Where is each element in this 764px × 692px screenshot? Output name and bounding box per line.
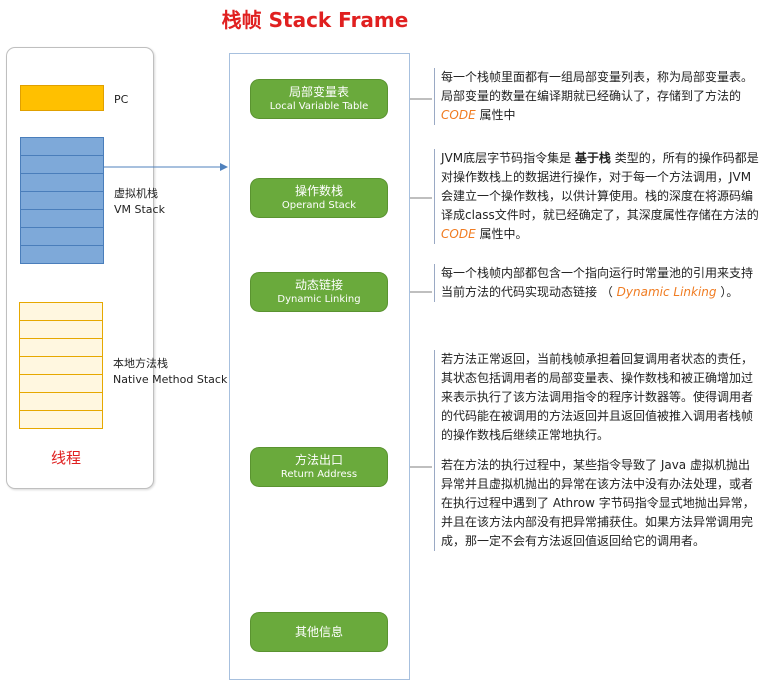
native-stack-cell [19,410,103,429]
local-variable-table-description: 每一个栈帧里面都有一组局部变量列表，称为局部变量表。局部变量的数量在编译期就已经… [434,68,759,125]
dynamic-linking-highlight: Dynamic Linking [616,285,717,299]
node-label-zh: 操作数栈 [294,183,343,198]
native-method-stack-block [19,302,103,433]
desc-text: 类型的，所有的操作码都是对操作数栈上的数据进行操作，对于每一个方法调用，JVM会… [441,151,759,222]
other-info-node: 其他信息 [250,612,388,652]
desc-text: 属性中 [475,108,516,122]
native-stack-label-zh: 本地方法栈 [113,357,168,370]
vm-stack-block [20,137,104,270]
thread-label: 线程 [50,449,81,467]
pc-register-block [20,85,104,111]
node-label-en: Return Address [280,468,358,480]
vm-stack-label-zh: 虚拟机栈 [114,187,158,200]
desc-text: 每一个栈帧内部都包含一个指向运行时常量池的引用来支持当前方法的代码实现动态链接 … [441,266,754,299]
return-address-description: 若方法正常返回，当前栈帧承担着回复调用者状态的责任，其状态包括调用者的局部变量表… [434,350,759,551]
diagram-title: 栈帧 Stack Frame [221,8,409,32]
desc-text: 属性中。 [475,227,528,241]
node-label-zh: 动态链接 [294,277,343,292]
exception-return-text: 若在方法的执行过程中，某些指令导致了 Java 虚拟机抛出异常并且虚拟机抛出的异… [441,458,755,548]
operand-stack-node: 操作数栈 Operand Stack [250,178,388,218]
vm-stack-label-en: VM Stack [114,203,165,216]
node-label-en: Local Variable Table [269,100,369,112]
normal-return-text: 若方法正常返回，当前栈帧承担着回复调用者状态的责任，其状态包括调用者的局部变量表… [441,352,754,442]
return-address-node: 方法出口 Return Address [250,447,388,487]
pc-label: PC [114,93,129,106]
operand-stack-description: JVM底层字节码指令集是 基于栈 类型的，所有的操作码都是对操作数栈上的数据进行… [434,149,759,244]
node-label-en: Dynamic Linking [277,293,361,305]
desc-text: 每一个栈帧里面都有一组局部变量列表，称为局部变量表。局部变量的数量在编译期就已经… [441,70,754,103]
code-attribute-highlight: CODE [441,227,476,241]
vm-stack-cell [20,245,104,264]
dynamic-linking-description: 每一个栈帧内部都包含一个指向运行时常量池的引用来支持当前方法的代码实现动态链接 … [434,264,759,302]
desc-text: ）。 [716,285,739,299]
node-label-en: Operand Stack [281,199,357,211]
node-label-zh: 方法出口 [294,452,343,467]
native-stack-label-en: Native Method Stack [113,373,228,386]
dynamic-linking-node: 动态链接 Dynamic Linking [250,272,388,312]
node-label-zh: 其他信息 [294,624,343,639]
code-attribute-highlight: CODE [441,108,476,122]
desc-text: JVM底层字节码指令集是 [441,151,575,165]
stack-based-emphasis: 基于栈 [574,151,611,165]
local-variable-table-node: 局部变量表 Local Variable Table [250,79,388,119]
node-label-zh: 局部变量表 [288,84,349,99]
stack-frame-container [229,53,410,680]
